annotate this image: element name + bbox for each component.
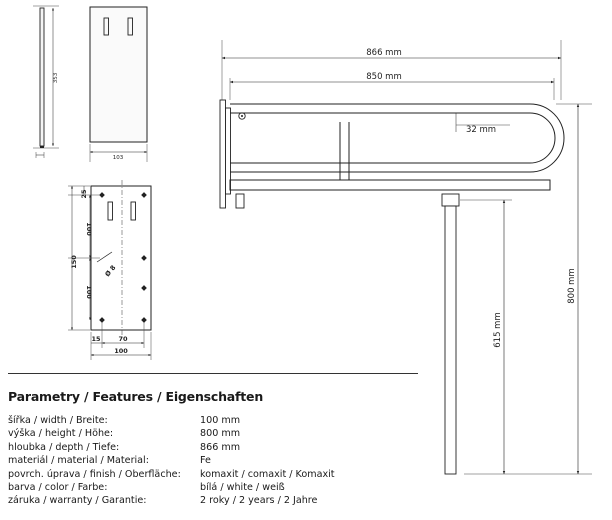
front-view: 103 bbox=[89, 6, 148, 162]
plate-top-offset-label: 25 bbox=[80, 189, 88, 199]
spec-row-color: barva / color / Farbe: bílá / white / we… bbox=[8, 481, 418, 494]
leg-height-label: 615 mm bbox=[493, 312, 503, 348]
front-width-label: 103 bbox=[113, 155, 124, 161]
specs-table: šířka / width / Breite: 100 mm výška / h… bbox=[8, 414, 418, 508]
spec-row-height: výška / height / Höhe: 800 mm bbox=[8, 427, 418, 440]
side-view: 353 bbox=[33, 5, 59, 158]
spec-value: Fe bbox=[200, 455, 211, 467]
depth-inner-label: 850 mm bbox=[366, 72, 402, 82]
spec-row-warranty: záruka / warranty / Garantie: 2 roky / 2… bbox=[8, 494, 418, 507]
spec-label: povrch. úprava / finish / Oberfläche: bbox=[8, 468, 181, 480]
plate-total-height-label: 150 bbox=[70, 255, 78, 269]
spec-label: hloubka / depth / Tiefe: bbox=[8, 441, 120, 453]
section-divider bbox=[8, 373, 418, 374]
spec-label: barva / color / Farbe: bbox=[8, 482, 108, 494]
spec-value: 100 mm bbox=[200, 415, 241, 426]
plate-left-offset-label: 15 bbox=[91, 335, 101, 343]
spec-row-material: materiál / material / Material: Fe bbox=[8, 454, 418, 467]
specs-section: Parametry / Features / Eigenschaften šíř… bbox=[8, 389, 418, 508]
spec-value: komaxit / comaxit / Komaxit bbox=[200, 468, 335, 480]
spec-row-depth: hloubka / depth / Tiefe: 866 mm bbox=[8, 441, 418, 454]
spec-label: záruka / warranty / Garantie: bbox=[8, 495, 147, 507]
side-height-label: 353 bbox=[53, 72, 59, 83]
plate-spacing-b-label: 100 bbox=[85, 285, 93, 299]
spec-value: 866 mm bbox=[200, 441, 241, 453]
spec-value: 800 mm bbox=[200, 428, 241, 440]
spec-row-finish: povrch. úprava / finish / Oberfläche: ko… bbox=[8, 468, 418, 481]
specs-title: Parametry / Features / Eigenschaften bbox=[8, 389, 264, 404]
plate-drawing: Ø 8 25 100 150 100 15 70 100 bbox=[68, 180, 152, 360]
spec-value: 2 roky / 2 years / 2 Jahre bbox=[200, 495, 318, 507]
height-label: 800 mm bbox=[567, 268, 577, 304]
grab-bar-drawing: 866 mm 850 mm 32 mm 800 mm 615 mm bbox=[219, 40, 592, 475]
plate-spacing-a-label: 100 bbox=[85, 222, 93, 236]
tube-offset-label: 32 mm bbox=[466, 125, 496, 135]
plate-width-label: 100 bbox=[114, 347, 128, 355]
spec-label: materiál / material / Material: bbox=[8, 455, 149, 467]
plate-hole-spacing-label: 70 bbox=[118, 335, 128, 343]
depth-total-label: 866 mm bbox=[366, 48, 402, 58]
spec-value: bílá / white / weiß bbox=[200, 482, 285, 494]
spec-label: výška / height / Höhe: bbox=[8, 428, 114, 440]
spec-row-width: šířka / width / Breite: 100 mm bbox=[8, 414, 418, 427]
spec-label: šířka / width / Breite: bbox=[8, 415, 108, 426]
